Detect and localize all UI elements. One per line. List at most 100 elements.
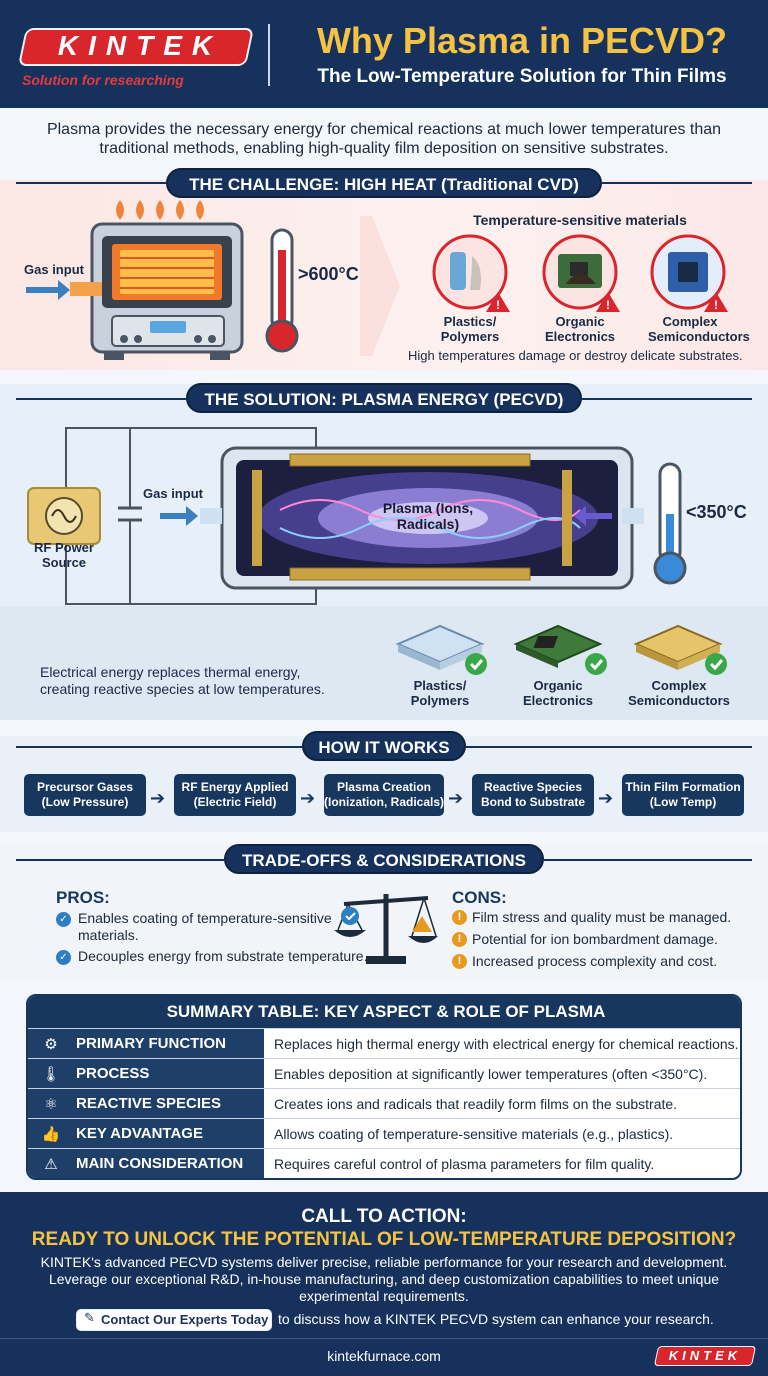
check-icon: ✓ <box>56 950 71 965</box>
organic-electronics-icon <box>513 624 607 675</box>
con-item: Potential for ion bombardment damage. <box>472 931 718 947</box>
row-value: Allows coating of temperature-sensitive … <box>274 1126 674 1142</box>
solution-gas-input-label: Gas input <box>143 486 203 501</box>
con-item: Increased process complexity and cost. <box>472 953 718 969</box>
rf-source-label: RF Power Source <box>34 540 94 570</box>
divider <box>0 1338 768 1339</box>
cons-title: CONS: <box>452 888 507 907</box>
thumbs-up-icon: 👍 <box>41 1125 61 1143</box>
solution-temperature: <350°C <box>686 502 747 522</box>
solution-heading: THE SOLUTION: PLASMA ENERGY (PECVD) <box>186 383 582 413</box>
step-3: Plasma Creation (Ionization, Radicals) <box>324 774 444 816</box>
challenge-temperature: >600°C <box>298 264 359 284</box>
arrow-right-icon <box>160 506 222 526</box>
cta-title: CALL TO ACTION: <box>301 1206 467 1227</box>
table-row: PROCESS TEMPERATURE 🌡 Enables deposition… <box>28 1058 740 1112</box>
check-icon: ✓ <box>56 912 71 927</box>
divider <box>602 182 752 184</box>
divider <box>16 859 224 861</box>
gear-icon: ⚙ <box>44 1035 58 1053</box>
row-key: MAIN CONSIDERATION <box>28 1149 264 1178</box>
furnace-icon <box>70 200 244 360</box>
warning-icon: ! <box>452 954 467 969</box>
plasma-label: Plasma (Ions, Radicals) <box>382 500 474 532</box>
edit-icon: ✎ <box>84 1311 95 1326</box>
table-row: REACTIVE SPECIES ⚛ Creates ions and radi… <box>28 1088 740 1119</box>
header-divider <box>268 24 270 86</box>
challenge-heading: THE CHALLENGE: HIGH HEAT (Traditional CV… <box>166 168 602 198</box>
semiconductor-icon <box>633 624 727 675</box>
pros-title: PROS: <box>56 888 110 907</box>
table-row: PRIMARY FUNCTION ⚙ Replaces high thermal… <box>28 1028 740 1059</box>
thermometer-icon: 🌡 <box>41 1065 61 1083</box>
pecvd-illustration <box>27 427 687 605</box>
row-value: Replaces high thermal energy with electr… <box>274 1036 739 1052</box>
plastics-icon: ! <box>432 234 510 312</box>
challenge-note: High temperatures damage or destroy deli… <box>408 348 743 363</box>
challenge-illustration: ! ! ! <box>26 200 728 360</box>
solution-materials-illustration <box>395 624 727 675</box>
arrow-right-icon: ➔ <box>300 788 316 809</box>
summary-table: SUMMARY TABLE: KEY ASPECT & ROLE OF PLAS… <box>26 994 742 1180</box>
con-item: Film stress and quality must be managed. <box>472 909 732 925</box>
pro-item: Decouples energy from substrate temperat… <box>78 948 368 964</box>
contact-experts-button[interactable]: Contact Our Experts Today <box>76 1309 272 1331</box>
atom-icon: ⚛ <box>44 1095 58 1113</box>
rf-source-icon <box>27 487 101 545</box>
step-4: Reactive Species Bond to Substrate <box>472 774 594 816</box>
row-key: REACTIVE SPECIES <box>28 1089 264 1119</box>
svg-text:!: ! <box>714 298 718 312</box>
step-1: Precursor Gases (Low Pressure) <box>24 774 146 816</box>
how-heading: HOW IT WORKS <box>302 731 466 761</box>
svg-text:!: ! <box>606 298 610 312</box>
website-link[interactable]: kintekfurnace.com <box>327 1348 441 1364</box>
footer-logo-text: KINTEK <box>668 1348 742 1363</box>
cta-headline: READY TO UNLOCK THE POTENTIAL OF LOW-TEM… <box>31 1229 737 1250</box>
solution-material-semiconductor: Complex Semiconductors <box>628 678 730 708</box>
intro-text: Plasma provides the necessary energy for… <box>46 121 722 157</box>
divider <box>16 398 186 400</box>
divider <box>582 398 752 400</box>
cta-after-text: to discuss how a KINTEK PECVD system can… <box>278 1311 714 1327</box>
page-subtitle: The Low-Temperature Solution for Thin Fi… <box>317 66 727 87</box>
divider <box>544 859 752 861</box>
divider <box>16 746 302 748</box>
pro-item: Enables coating of temperature-sensitive… <box>78 910 332 943</box>
svg-text:!: ! <box>496 298 500 312</box>
challenge-gas-input-label: Gas input <box>24 262 84 277</box>
solution-materials-panel <box>0 606 768 720</box>
brand-tagline: Solution for researching <box>22 72 184 88</box>
solution-note: Electrical energy replaces thermal energ… <box>40 664 325 697</box>
cta-section <box>0 1192 768 1376</box>
row-value: Requires careful control of plasma param… <box>274 1156 655 1172</box>
step-2: RF Energy Applied (Electric Field) <box>174 774 296 816</box>
organic-electronics-icon: ! <box>542 234 620 312</box>
cta-body: KINTEK's advanced PECVD systems deliver … <box>40 1254 728 1304</box>
warning-icon: ! <box>452 932 467 947</box>
warning-icon: ! <box>452 910 467 925</box>
materials-title: Temperature-sensitive materials <box>473 212 687 228</box>
arrow-right-icon: ➔ <box>598 788 614 809</box>
page-title: Why Plasma in PECVD? <box>316 20 728 61</box>
row-key: PROCESS TEMPERATURE <box>28 1059 264 1112</box>
row-value: Enables deposition at significantly lowe… <box>274 1066 708 1082</box>
challenge-material-plastics: Plastics/ Polymers <box>440 314 500 344</box>
balance-scale-icon <box>334 894 438 964</box>
table-row: MAIN CONSIDERATION ⚠ Requires careful co… <box>28 1148 740 1178</box>
summary-heading: SUMMARY TABLE: KEY ASPECT & ROLE OF PLAS… <box>28 996 740 1028</box>
warning-icon: ⚠ <box>44 1155 58 1173</box>
thermometer-cold-icon <box>653 462 687 585</box>
plastics-icon <box>395 624 487 675</box>
arrow-left-icon <box>574 506 644 526</box>
row-value: Creates ions and radicals that readily f… <box>274 1096 678 1112</box>
arrow-right-icon <box>26 280 70 300</box>
arrow-right-icon: ➔ <box>448 788 464 809</box>
arrow-right-icon: ➔ <box>150 788 166 809</box>
divider <box>466 746 752 748</box>
challenge-material-organic: Organic Electronics <box>544 314 616 344</box>
solution-material-organic: Organic Electronics <box>522 678 594 708</box>
chamber <box>220 446 634 590</box>
challenge-material-semiconductor: Complex Semiconductors <box>648 314 750 344</box>
step-5: Thin Film Formation (Low Temp) <box>622 774 744 816</box>
row-key: KEY ADVANTAGE <box>28 1119 264 1149</box>
